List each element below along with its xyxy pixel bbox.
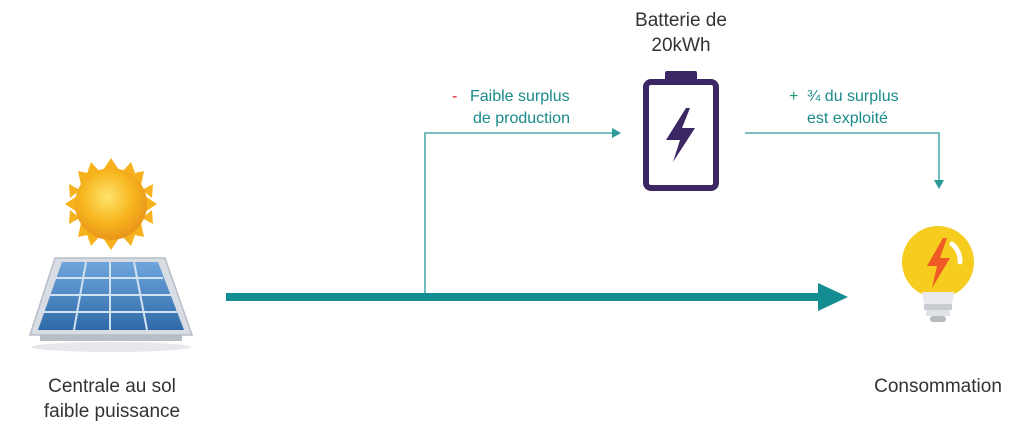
consumption-label: Consommation <box>874 376 1002 397</box>
battery-label: Batterie de 20kWh <box>606 8 756 58</box>
minus-sign: - <box>452 88 458 105</box>
surplus-in-label: -Faible surplus de production <box>452 86 602 130</box>
battery-charging-icon <box>643 71 719 191</box>
battery-to-consumption-arrow <box>745 132 944 189</box>
plant-label-line2: faible puissance <box>43 401 181 422</box>
surplus-to-battery-arrow <box>424 128 621 293</box>
surplus-out-line2: est exploité <box>807 110 888 127</box>
surplus-out-label: + ¾ du surplus est exploité <box>789 86 939 130</box>
plus-sign: + <box>789 88 799 105</box>
battery-label-line2: 20kWh <box>651 35 711 56</box>
plant-label-line1: Centrale au sol <box>48 376 176 397</box>
battery-label-line1: Batterie de <box>635 10 727 31</box>
surplus-in-line2: de production <box>473 110 570 127</box>
lightbulb-bolt-icon <box>902 226 974 322</box>
plant-label: Centrale au sol faible puissance <box>22 374 202 424</box>
surplus-in-line1: Faible surplus <box>470 88 570 105</box>
surplus-out-line1: ¾ du surplus <box>807 88 899 105</box>
main-flow-arrow <box>226 283 848 311</box>
solar-panel-with-sun-icon <box>28 158 194 352</box>
